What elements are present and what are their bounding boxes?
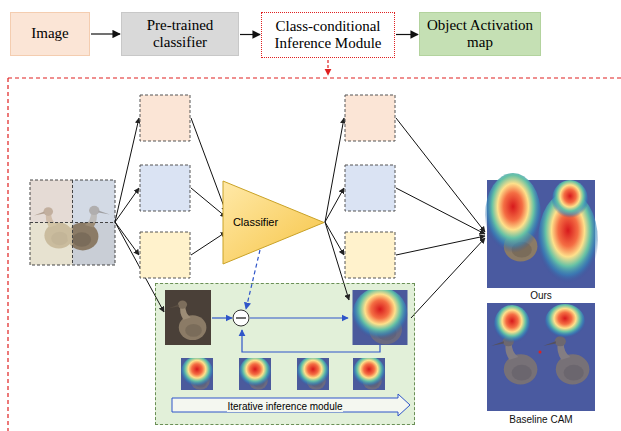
node-text: Pre-trained classifier [128, 17, 232, 52]
flow-arrow [396, 34, 418, 35]
flow-arrow [91, 33, 120, 34]
input-box: Image [10, 12, 90, 56]
module-box: Class-conditional Inference Module [261, 12, 395, 58]
node-text: Iterative inference module [227, 401, 342, 413]
node-text: Object Activation map [426, 17, 534, 52]
output-box: Object Activation map [419, 12, 541, 56]
classifier-triangle: Classifier [222, 180, 325, 265]
iterative-region: Iterative inference module [155, 283, 415, 425]
image-caption: Ours [530, 290, 552, 301]
process-box: Pre-trained classifier [121, 12, 239, 56]
image-caption: Baseline CAM [509, 414, 572, 425]
flow-arrow [240, 34, 260, 35]
node-text: Classifier [233, 216, 278, 229]
node-text: Image [31, 25, 68, 42]
node-text: Class-conditional Inference Module [268, 18, 388, 53]
triangle-shape [223, 181, 324, 264]
